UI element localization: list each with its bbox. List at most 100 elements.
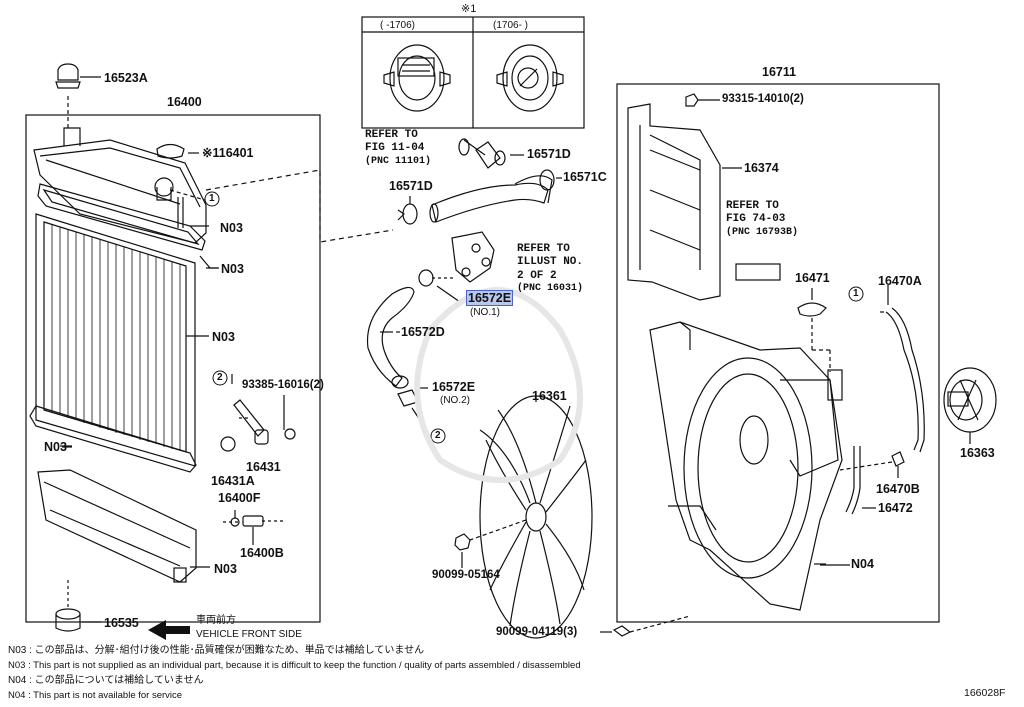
refer-fig-11-04[interactable]: REFER TO FIG 11-04 (PNC 11101): [365, 129, 431, 168]
label-16571D-upper: 16571D: [527, 147, 571, 161]
label-16523A: 16523A: [104, 71, 148, 85]
fan-shroud-assembly-frame: [616, 83, 940, 623]
connector-16431: [220, 395, 296, 452]
note-n04-jp: N04 : この部品については補給していません: [8, 675, 204, 686]
label-16471: 16471: [795, 271, 830, 285]
label-16572E-no1: 16572E: [466, 290, 514, 306]
watermark-logo: [414, 287, 583, 483]
refer-illust-line4: (PNC 16031): [517, 283, 584, 295]
label-16401: ※116401: [202, 146, 254, 160]
refer-fig-line1: REFER TO: [365, 129, 418, 141]
refer-illust-line3: 2 OF 2: [517, 269, 557, 282]
label-16572E-no1-sub: (NO.1): [470, 307, 500, 318]
variant-mark: ※1: [461, 3, 477, 15]
refer-fig-74-03[interactable]: REFER TO FIG 74-03 (PNC 16793B): [726, 200, 798, 239]
callout-circle-2-left: [212, 370, 228, 386]
callout-2-left-text: 2: [217, 372, 223, 383]
label-93315: 93315-14010(2): [722, 93, 804, 105]
cushion-16535: [55, 580, 101, 632]
radiator-lower-tank: [37, 469, 210, 583]
cap-seal-16401: [156, 143, 199, 159]
label-16572D: 16572D: [401, 325, 445, 339]
label-N03-3: N03: [212, 330, 235, 344]
label-16571C: 16571C: [563, 170, 607, 184]
cap-variant-old: [383, 44, 451, 112]
label-16793B: [735, 263, 781, 281]
refer-fig74-line3: (PNC 16793B): [726, 226, 799, 238]
refer-fig-line2: FIG 11-04: [365, 142, 425, 155]
note-n03-jp: N03 : この部品は、分解･組付け後の性能･品質確保が困難なため、単品では補給…: [8, 645, 425, 656]
radiator-core-fins: [51, 224, 181, 451]
callout-1-left-text: 1: [209, 193, 215, 204]
label-16572E-no2: 16572E: [432, 380, 476, 394]
drain-cock: [223, 510, 285, 545]
callout-circle-1-right: [848, 286, 864, 302]
drawing-number: 166028F: [964, 687, 1006, 699]
label-N03-1: N03: [220, 221, 243, 235]
cap-variant-new: [496, 44, 564, 112]
cooling-fan-16361: [469, 395, 593, 639]
front-arrow-en: VEHICLE FRONT SIDE: [196, 629, 302, 640]
radiator-gasket-upper: [37, 183, 206, 251]
label-16711: 16711: [762, 65, 797, 79]
label-16431: 16431: [246, 460, 281, 474]
label-16470B: 16470B: [876, 482, 920, 496]
callout-2-center-text: 2: [435, 430, 441, 441]
callout-1-right-text: 1: [853, 288, 859, 299]
refer-fig74-line2: FIG 74-03: [726, 213, 786, 226]
label-16472: 16472: [878, 501, 913, 515]
label-N03-5: N03: [214, 562, 237, 576]
label-N03-4: N03: [44, 440, 67, 454]
clip-16471: [797, 288, 831, 372]
label-16572E-highlight[interactable]: 16572E: [466, 290, 514, 306]
screw-90099-04119: [600, 615, 691, 637]
note-n04-en: N04 : This part is not available for ser…: [8, 690, 183, 701]
label-90099-05164: 90099-05164: [432, 569, 500, 581]
label-16363: 16363: [960, 446, 995, 460]
upper-radiator-hose: [429, 169, 555, 223]
refer-illust-2-of-2[interactable]: REFER TO ILLUST NO. 2 OF 2 (PNC 16031): [517, 243, 583, 295]
label-16361: 16361: [532, 389, 567, 403]
label-16400F: 16400F: [218, 491, 261, 505]
fan-shroud-16711: [649, 321, 850, 611]
label-16470A: 16470A: [878, 274, 922, 288]
refer-illust-line2: ILLUST NO.: [517, 256, 584, 269]
callout-circle-1-left: [204, 191, 220, 207]
label-90099-04119: 90099-04119(3): [496, 626, 578, 638]
hose-clamp-16571D-upper: [458, 138, 524, 169]
fan-motor-16363: [943, 367, 997, 444]
overflow-hose-16470A: [880, 285, 925, 453]
nut-90099-05164: [454, 533, 471, 568]
vehicle-front-arrow: [148, 620, 190, 640]
note-n03-en: N03 : This part is not supplied as an in…: [8, 660, 581, 671]
label-16535: 16535: [104, 616, 139, 630]
hose-clamp-16571D-lower: [397, 196, 418, 225]
tube-16472: [845, 446, 876, 515]
label-N04: N04: [851, 557, 874, 571]
front-arrow-jp: 車両前方: [196, 615, 236, 626]
radiator-cap-16523A: [55, 63, 101, 89]
refer-fig-line3: (PNC 11101): [365, 155, 432, 167]
radiator-assembly-frame: [25, 114, 321, 623]
label-16431A: 16431A: [211, 474, 255, 488]
lower-radiator-hose: [366, 286, 415, 389]
label-16374: 16374: [744, 161, 779, 175]
air-guide-16374: [627, 103, 742, 301]
label-93385: 93385-16016(2): [242, 379, 324, 391]
label-16400B: 16400B: [240, 546, 284, 560]
callout-circle-2-center: [430, 428, 446, 444]
radiator-gasket-lower: [29, 405, 197, 473]
refer-illust-line1: REFER TO: [517, 243, 570, 255]
label-N03-2: N03: [221, 262, 244, 276]
label-16572E-no2-sub: (NO.2): [440, 395, 470, 406]
bolt-93315: [685, 93, 720, 107]
variant-col-left: ( -1706): [380, 20, 416, 31]
water-outlet-16572E: [418, 231, 495, 303]
clamp-16470B: [839, 451, 905, 478]
label-16400: 16400: [167, 95, 202, 109]
variant-col-right: (1706- ): [493, 20, 529, 31]
label-16571D-lower: 16571D: [389, 179, 433, 193]
refer-fig74-line1: REFER TO: [726, 200, 779, 212]
